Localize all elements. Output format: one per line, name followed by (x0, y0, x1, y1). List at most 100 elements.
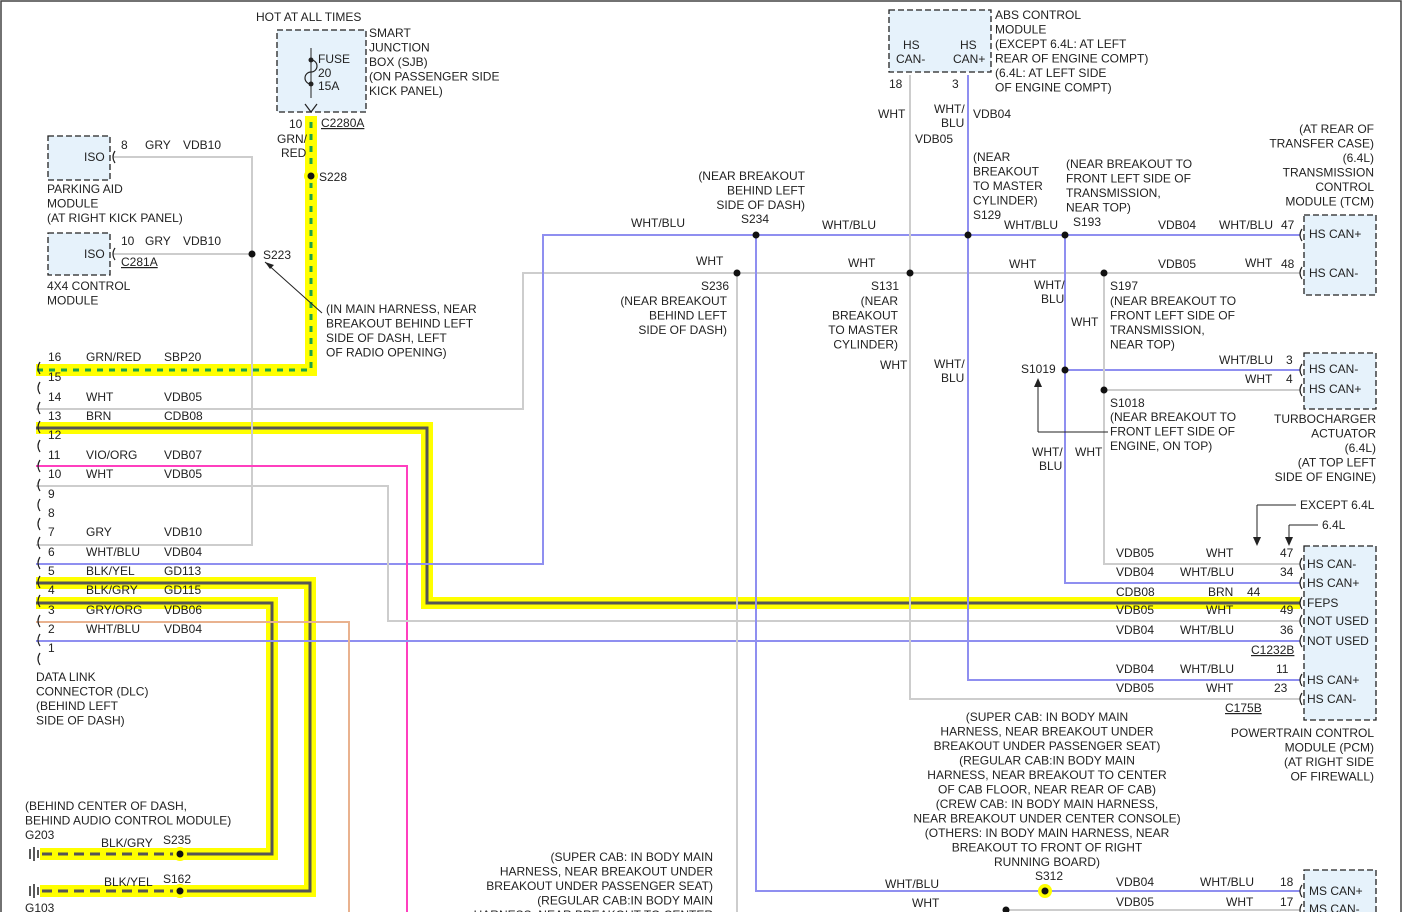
dlc-pin-color: WHT/BLU (86, 545, 140, 559)
pcm-pin-circuit: CDB08 (1116, 585, 1155, 599)
pcm-connector-c175b: C175B (1225, 701, 1262, 715)
sjb-name: KICK PANEL) (369, 84, 443, 98)
pcm-pin-tick (1299, 692, 1303, 706)
turbo-hs-can-plus: HS CAN+ (1309, 382, 1361, 396)
tcm-hs-can-plus: HS CAN+ (1309, 227, 1361, 241)
wht-label: WHT (848, 256, 876, 270)
dlc-name: DATA LINK (36, 670, 96, 684)
wht-blu-stack: BLU (1039, 459, 1062, 473)
tcm-pin-tick (1299, 266, 1303, 280)
vdb05-pcm47-wire (1103, 273, 1300, 565)
bottom-note: (SUPER CAB: IN BODY MAIN (551, 850, 713, 864)
turbo-name: (6.4L) (1345, 441, 1376, 455)
tcm-pin48-color: WHT (1245, 256, 1273, 270)
abs-name: REAR OF ENGINE COMPT) (995, 52, 1148, 66)
vdb04-label: VDB04 (1158, 218, 1196, 232)
s1018-note: (NEAR BREAKOUT TO (1110, 410, 1236, 424)
g103-wire-color: BLK/YEL (104, 875, 153, 889)
dlc-pin-number: 11 (48, 448, 61, 462)
leader-arrows (264, 261, 1318, 546)
s223-label: S223 (263, 248, 291, 262)
turbo-pin4-color: WHT (1245, 372, 1273, 386)
s236-dot (733, 269, 741, 277)
g203-label: G203 (25, 828, 55, 842)
ms-can-pin17-circuit: VDB05 (1116, 895, 1154, 909)
tcm-name: (6.4L) (1343, 151, 1374, 165)
s312-note: BREAKOUT UNDER PASSENGER SEAT) (934, 739, 1161, 753)
s197-note: (NEAR BREAKOUT TO (1110, 294, 1236, 308)
dlc-name: SIDE OF DASH) (36, 714, 125, 728)
dlc-pin-circuit: SBP20 (164, 350, 202, 364)
pcm-pin-tick (1299, 673, 1303, 687)
ground-note: BEHIND AUDIO CONTROL MODULE) (25, 814, 231, 828)
s129-note: (NEAR (973, 150, 1011, 164)
wht-blu-stack: WHT/ (1032, 445, 1063, 459)
vdb05-label: VDB05 (1158, 257, 1196, 271)
sjb-pin: 10 (289, 117, 303, 131)
dlc-pin-number: 15 (48, 370, 62, 384)
s197-note: TRANSMISSION, (1110, 323, 1205, 337)
abs-can-plus-label: HS (960, 38, 977, 52)
pcm-pin-color: WHT/BLU (1180, 662, 1234, 676)
ms-can-pin-tick (1299, 903, 1303, 912)
dlc-pin-circuit: VDB07 (164, 448, 202, 462)
s1018-dot (1100, 386, 1108, 394)
dlc-pin-number: 3 (48, 603, 55, 617)
turbo-pin4: 4 (1286, 372, 1293, 386)
pcm-pin-tick (1299, 557, 1303, 571)
dlc-pin-color: VIO/ORG (86, 448, 137, 462)
s162-label: S162 (163, 872, 191, 886)
sjb-name: BOX (SJB) (369, 55, 428, 69)
dlc-pin-color: WHT (86, 390, 114, 404)
s197-note: NEAR TOP) (1110, 338, 1175, 352)
pcm-connector-c1232b: C1232B (1251, 643, 1294, 657)
bottom-note: HARNESS, NEAR BREAKOUT UNDER (500, 865, 713, 879)
dlc-pin-number: 7 (48, 525, 55, 539)
s129-note: TO MASTER (973, 179, 1043, 193)
s1019-label: S1019 (1021, 362, 1056, 376)
dlc-pin-number: 6 (48, 545, 55, 559)
wht-blu-stack: BLU (1041, 292, 1064, 306)
turbo-actuator-box (1303, 352, 1377, 410)
pcm-pin-color: BRN (1208, 585, 1233, 599)
s312-note: (OTHERS: IN BODY MAIN HARNESS, NEAR (925, 826, 1170, 840)
vdb04-dlc6-wire (36, 234, 1300, 565)
ms-can-pin17: 17 (1280, 895, 1294, 909)
s312-note: (REGULAR CAB:IN BODY MAIN (959, 754, 1135, 768)
dlc-pin-tick (37, 439, 41, 453)
dlc-name: CONNECTOR (DLC) (36, 685, 148, 699)
tcm-box (1303, 214, 1377, 296)
s131-note: TO MASTER (828, 323, 898, 337)
pcm-name: (AT RIGHT SIDE (1284, 755, 1374, 769)
pcm-pin-circuit: VDB04 (1116, 565, 1154, 579)
dlc-pin-tick (37, 575, 41, 589)
dlc-pin-number: 2 (48, 622, 55, 636)
tcm-pin47-color: WHT/BLU (1219, 218, 1273, 232)
dlc-pin-color: GRN/RED (86, 350, 142, 364)
parking-aid-pin: 8 (121, 138, 128, 152)
turbo-hs-can-minus: HS CAN- (1309, 362, 1358, 376)
s223-note: (IN MAIN HARNESS, NEAR (326, 302, 477, 316)
abs-pin-plus: 3 (952, 77, 959, 91)
s236-note: SIDE OF DASH) (638, 323, 727, 337)
x4-pin: 10 (121, 234, 135, 248)
gd113-wire (36, 581, 312, 893)
s197-label: S197 (1110, 279, 1138, 293)
pcm-pin-label: HS CAN+ (1307, 673, 1359, 687)
s193-note: (NEAR BREAKOUT TO (1066, 157, 1192, 171)
s312-label: S312 (1035, 869, 1063, 883)
dlc-pin-tick (37, 361, 41, 375)
dlc-pin-number: 13 (48, 409, 62, 423)
dlc-pin-circuit: GD113 (164, 564, 201, 578)
wht-label: WHT (880, 358, 908, 372)
pcm-pin-label: FEPS (1307, 596, 1338, 610)
s312-note: HARNESS, NEAR BREAKOUT TO CENTER (927, 768, 1167, 782)
wht-blu-label: WHT/BLU (1004, 218, 1058, 232)
s234-dot (752, 231, 760, 239)
fuse-rating: 15A (318, 79, 339, 93)
s193-dot (1061, 231, 1069, 239)
dlc-pin-circuit: VDB05 (164, 390, 202, 404)
wht-blu-stack: WHT/ (1034, 278, 1065, 292)
tcm-name: TRANSFER CASE) (1269, 137, 1374, 151)
